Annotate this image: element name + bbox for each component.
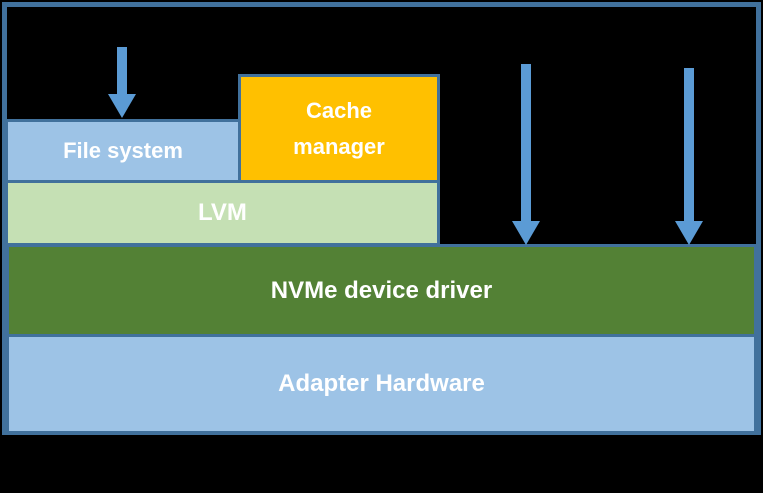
arrow-shaft <box>117 47 127 97</box>
arrow-shaft <box>521 64 531 223</box>
down-arrow-icon <box>108 47 136 118</box>
arrow-head <box>512 221 540 245</box>
box-cache-manager: Cache manager <box>238 74 440 183</box>
arrow-shaft <box>684 68 694 223</box>
box-nvme-device-driver: NVMe device driver <box>6 244 757 337</box>
cache-manager-label: Cache manager <box>293 97 385 159</box>
box-adapter-hardware: Adapter Hardware <box>6 334 757 434</box>
nvme-device-driver-label: NVMe device driver <box>270 276 493 304</box>
box-file-system: File system <box>5 119 241 183</box>
box-lvm: LVM <box>5 180 440 246</box>
down-arrow-icon <box>512 64 540 245</box>
arrow-head <box>108 94 136 118</box>
file-system-label: File system <box>63 138 183 163</box>
lvm-label: LVM <box>198 199 247 226</box>
adapter-hardware-label: Adapter Hardware <box>278 370 485 397</box>
down-arrow-icon <box>675 68 703 245</box>
arrow-head <box>675 221 703 245</box>
